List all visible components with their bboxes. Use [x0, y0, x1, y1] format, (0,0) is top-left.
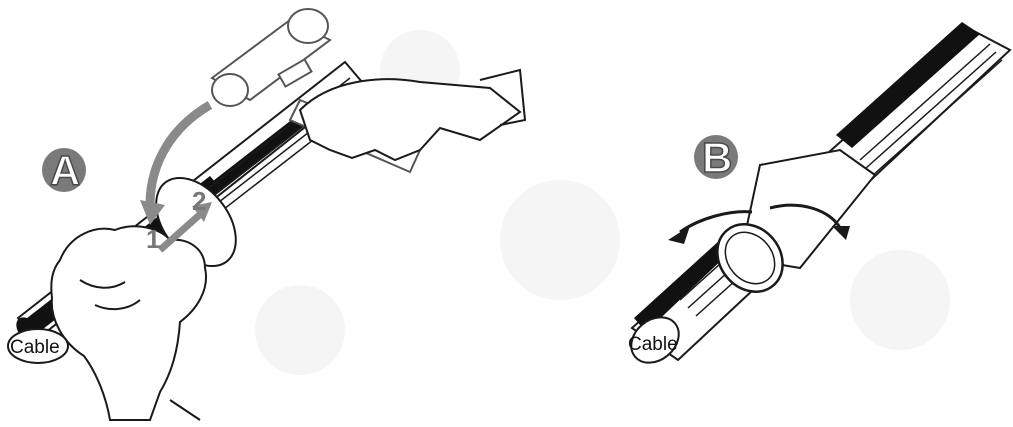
step-number-2: 2 [192, 186, 206, 216]
step-number-1: 1 [146, 224, 160, 254]
cable-label-text-b: Cable [628, 334, 678, 355]
step-label-a: A [50, 147, 80, 194]
step-label-b: B [702, 134, 732, 181]
cable-label-a: Cable [8, 329, 68, 363]
cable-label-text-a: Cable [10, 337, 60, 358]
cable-label-b: Cable [628, 334, 678, 355]
